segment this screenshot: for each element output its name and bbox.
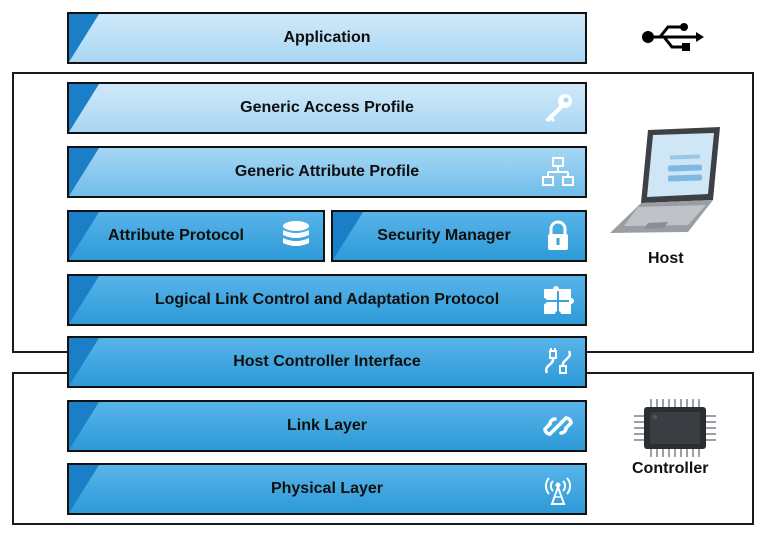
- physical-layer: Physical Layer: [67, 463, 587, 515]
- application-label: Application: [283, 29, 371, 46]
- att-label: Attribute Protocol: [108, 227, 244, 244]
- gap-label: Generic Access Profile: [240, 99, 414, 116]
- gatt-label: Generic Attribute Profile: [234, 163, 420, 180]
- host-label: Host: [648, 250, 684, 267]
- link-layer: Link Layer: [67, 400, 587, 452]
- l2cap-label: Logical Link Control and Adaptation Prot…: [154, 291, 500, 308]
- controller-label: Controller: [632, 460, 709, 477]
- puzzle-icon: [544, 286, 574, 314]
- application-layer: Application: [67, 12, 587, 64]
- hci-layer: Host Controller Interface: [67, 336, 587, 388]
- chip-icon: [634, 399, 716, 457]
- usb-icon: [642, 23, 704, 51]
- chain-link-icon: [543, 416, 573, 436]
- sm-label: Security Manager: [377, 227, 511, 244]
- att-layer: Attribute Protocol: [67, 210, 325, 262]
- database-icon: [283, 221, 309, 246]
- cable-icon: [544, 348, 572, 374]
- laptop-icon: [610, 127, 720, 233]
- phy-label: Physical Layer: [270, 480, 384, 497]
- key-icon: [545, 94, 572, 122]
- lock-icon: [548, 220, 568, 250]
- hci-label: Host Controller Interface: [233, 353, 421, 370]
- ll-label: Link Layer: [286, 417, 368, 434]
- antenna-icon: [545, 477, 571, 505]
- network-icon: [542, 157, 574, 186]
- gatt-layer: Generic Attribute Profile: [67, 146, 587, 198]
- gap-layer: Generic Access Profile: [67, 82, 587, 134]
- l2cap-layer: Logical Link Control and Adaptation Prot…: [67, 274, 587, 326]
- sm-layer: Security Manager: [331, 210, 587, 262]
